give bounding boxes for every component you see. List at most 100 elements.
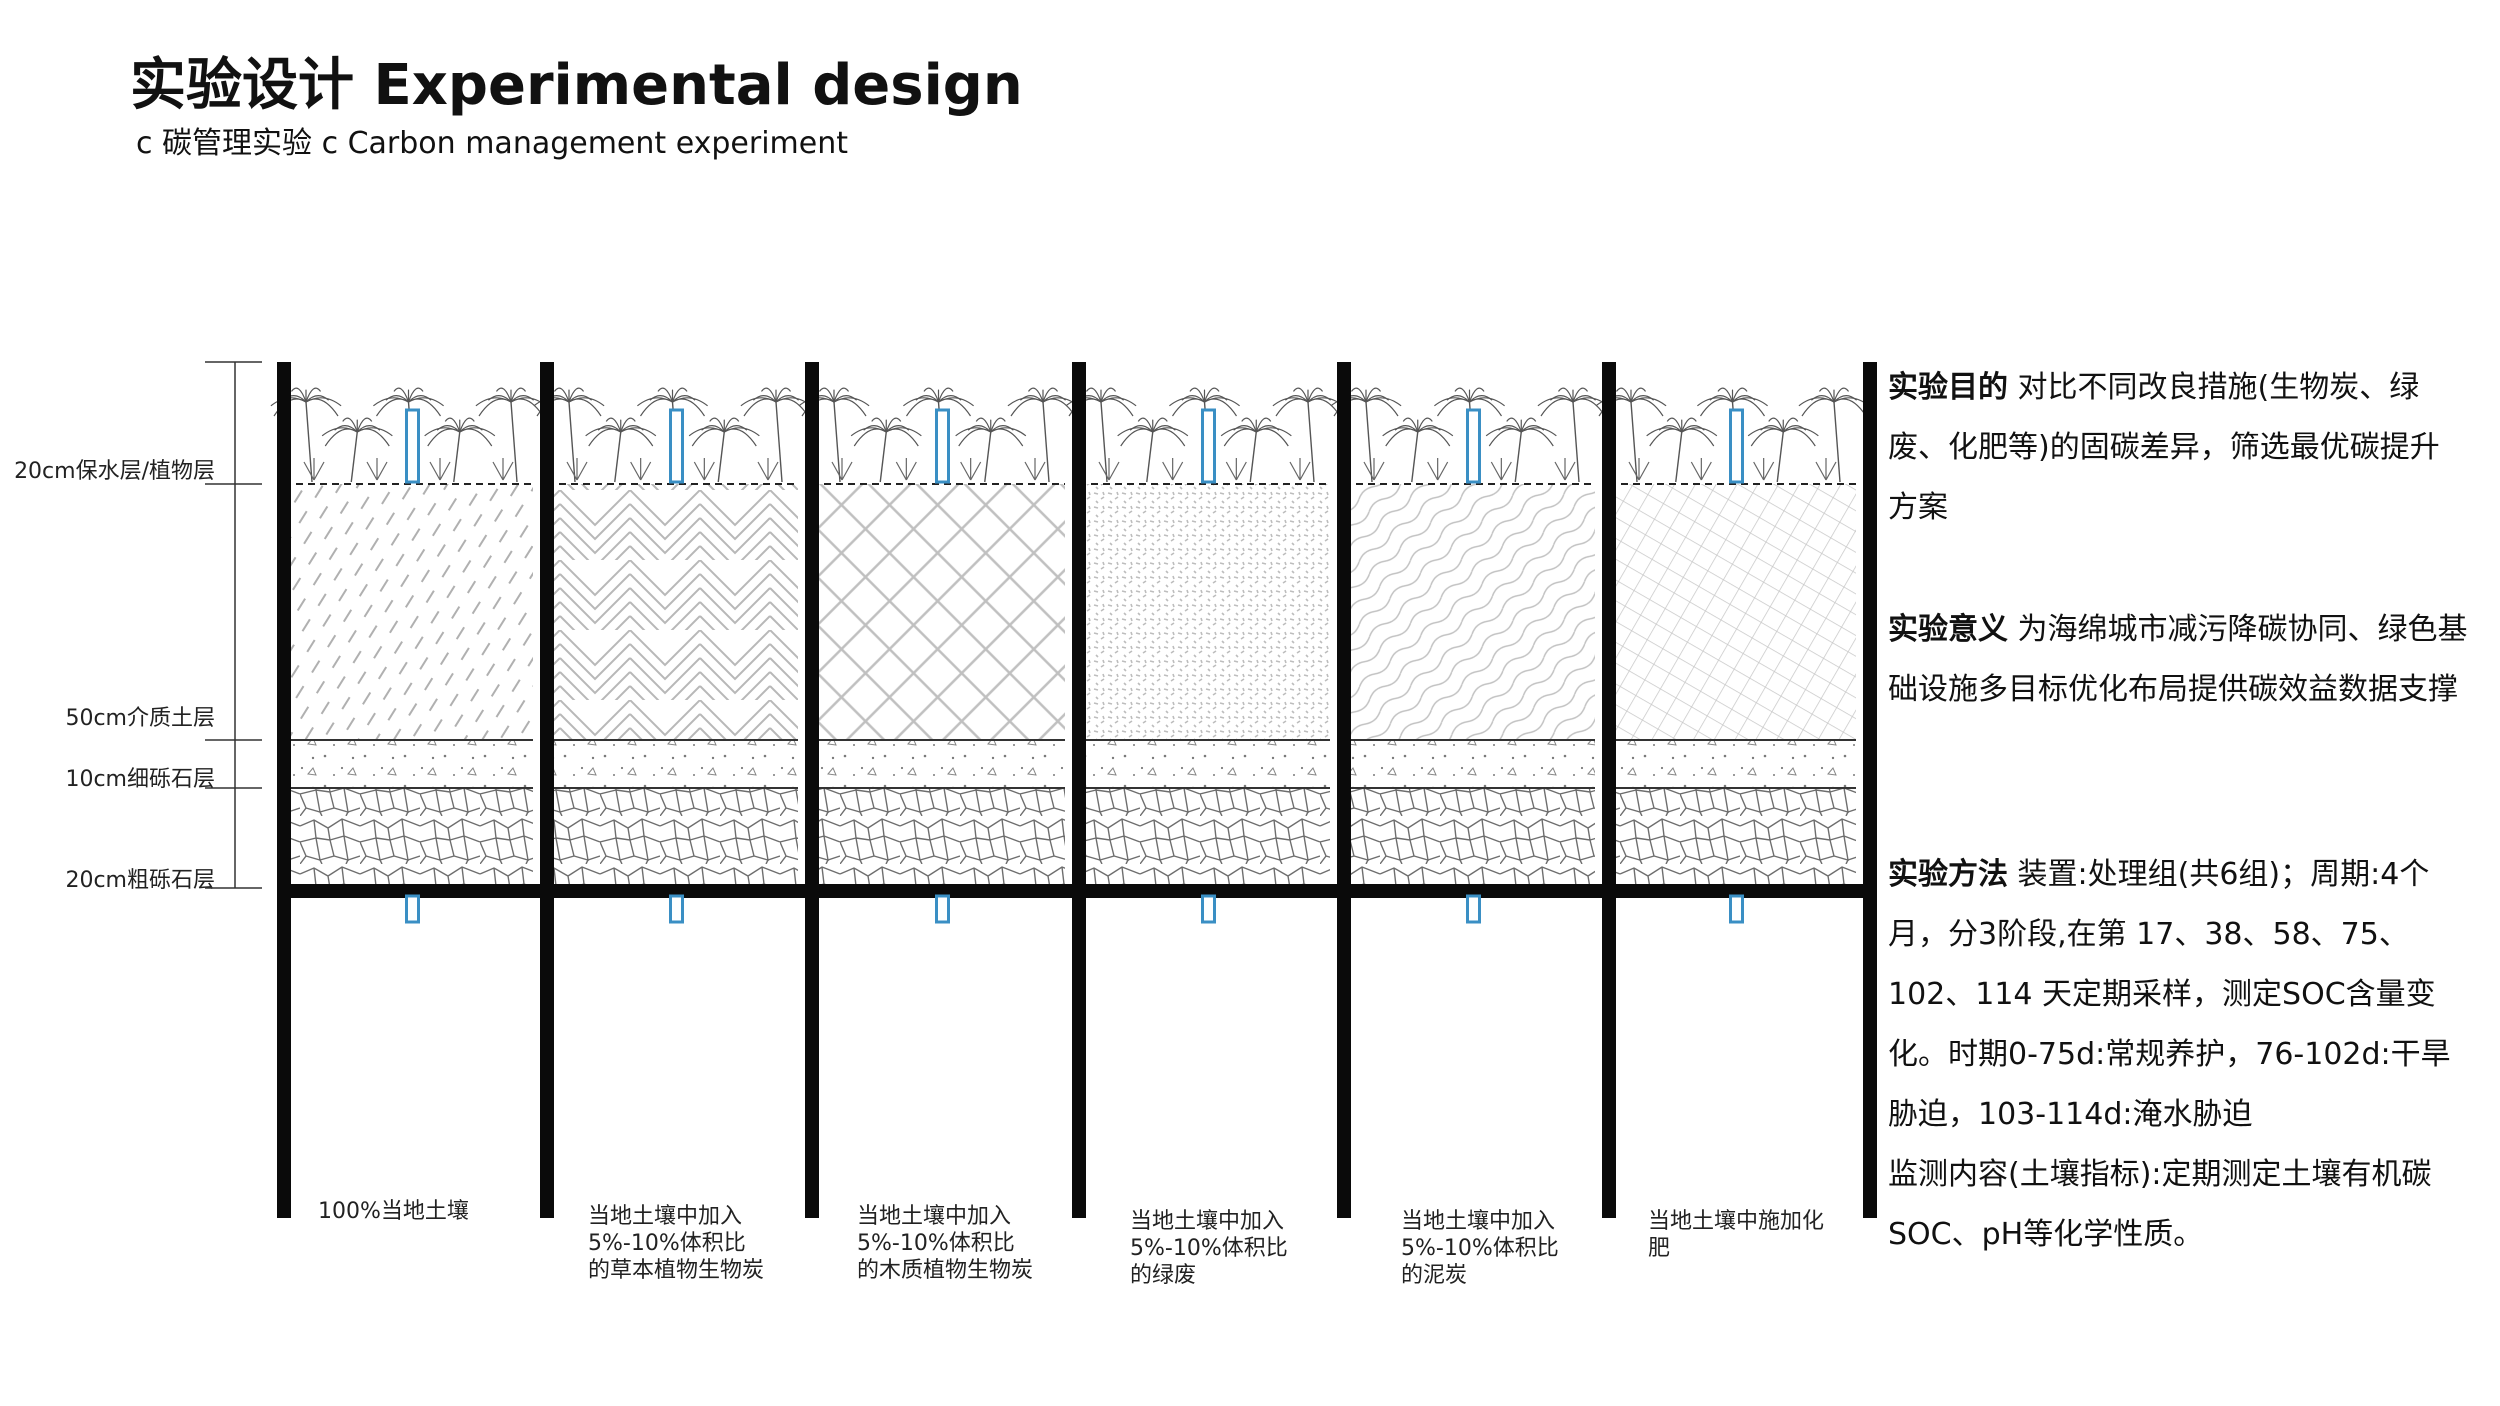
fine-gravel-layer-1 (284, 740, 533, 788)
upper-sensor-1 (405, 408, 420, 484)
plant-leaf (967, 425, 992, 433)
plant-leaf (701, 425, 725, 433)
plant-leaf (906, 398, 939, 417)
plant-leaf (990, 417, 1006, 433)
plants-group-1 (270, 387, 547, 483)
plant-leaf (671, 387, 688, 403)
plant-leaf (915, 395, 939, 403)
plant-leaf (1658, 425, 1683, 433)
plant-leaf (1137, 417, 1154, 433)
plant-leaf (1272, 397, 1309, 407)
plant-leaf (1833, 387, 1850, 403)
plant-leaf (1292, 387, 1309, 403)
plant-leaf (640, 398, 673, 417)
plant-leaf (597, 425, 622, 433)
fine-gravel-layer-3 (812, 740, 1065, 788)
plant-leaf (1498, 425, 1522, 433)
shrub (366, 458, 388, 481)
plant-leaf (885, 428, 919, 447)
frame-post-5 (1337, 362, 1351, 1218)
plant-leaf (1189, 387, 1206, 403)
layer-label-plant: 20cm保水层/植物层 (14, 459, 215, 484)
plant-leaf (1485, 427, 1522, 437)
plant-leaf (1488, 428, 1522, 447)
plant-leaf (605, 417, 622, 433)
upper-sensor-5 (1466, 408, 1481, 484)
plant-stem (879, 431, 887, 483)
plant-stem (1411, 431, 1419, 483)
plant-leaf (1717, 387, 1734, 403)
plant-leaf (1437, 398, 1470, 417)
shrub (831, 458, 853, 481)
plant-leaf (436, 425, 461, 433)
plant-leaf (1649, 428, 1683, 447)
plant-leaf (1434, 397, 1470, 407)
plant-stem (568, 401, 576, 483)
info-purpose: 实验目的 对比不同改良措施(生物炭、绿废、化肥等)的固碳差异，筛选最优碳提升方案 (1888, 358, 2468, 538)
plant-stem (453, 431, 461, 483)
plant-leaf (637, 397, 673, 407)
shrub (1427, 458, 1449, 481)
plant-stem (775, 401, 783, 483)
plant-leaf (1506, 417, 1522, 433)
shrub (895, 458, 917, 481)
plant-leaf (1181, 395, 1205, 403)
shrub (1815, 458, 1837, 481)
plant-stem (1249, 431, 1257, 483)
column-caption-4: 当地土壤中加入 5%-10%体积比 的绿废 (1130, 1209, 1288, 1288)
fine-gravel-layer-5 (1344, 740, 1595, 788)
shrub (1225, 458, 1247, 481)
plant-leaf (1203, 387, 1220, 403)
plant-leaf (1801, 398, 1835, 417)
plant-leaf (691, 428, 725, 447)
plant-leaf (427, 428, 461, 447)
shrub (1363, 458, 1385, 481)
plant-leaf (1204, 398, 1237, 417)
plant-leaf (723, 417, 740, 433)
plant-leaf (1019, 395, 1044, 403)
upper-sensor-4 (1201, 408, 1216, 484)
info-significance: 实验意义 为海绵城市减污降碳协同、绿色基础设施多目标优化布局提供碳效益数据支撑 (1888, 600, 2468, 720)
plant-stem (350, 431, 358, 483)
significance-heading: 实验意义 (1888, 612, 2008, 647)
plant-leaf (709, 417, 725, 433)
plant-leaf (424, 427, 461, 437)
plant-leaf (752, 395, 777, 403)
frame-post-6 (1602, 362, 1616, 1218)
plant-leaf (1646, 427, 1683, 437)
plant-leaf (1255, 417, 1272, 433)
plant-leaf (1731, 387, 1748, 403)
column-caption-2: 当地土壤中加入 5%-10%体积比 的草本植物生物炭 (588, 1204, 765, 1283)
plant-leaf (1010, 398, 1044, 417)
shrub (693, 458, 715, 481)
purpose-heading: 实验目的 (1888, 370, 2008, 405)
coarse-gravel-layer-2 (547, 788, 798, 888)
plant-leaf (1284, 395, 1309, 403)
plant-stem (984, 431, 992, 483)
column-caption-3: 当地土壤中加入 5%-10%体积比 的木质植物生物炭 (857, 1204, 1034, 1283)
plant-leaf (568, 387, 585, 403)
plant-leaf (620, 417, 636, 433)
plant-leaf (1782, 417, 1799, 433)
plant-leaf (376, 398, 409, 417)
plant-leaf (1537, 397, 1574, 407)
plant-stem (1675, 431, 1683, 483)
soil-layer-2 (547, 484, 798, 740)
plant-leaf (321, 427, 358, 437)
plant-stem (614, 431, 622, 483)
plant-leaf (1557, 387, 1574, 403)
plant-leaf (305, 398, 339, 417)
plant-leaf (1810, 395, 1835, 403)
plant-leaf (1750, 428, 1784, 447)
column-caption-6: 当地土壤中施加化 肥 (1648, 1209, 1825, 1261)
soil-layer-3 (812, 484, 1065, 740)
plant-leaf (885, 417, 902, 433)
plant-leaf (588, 428, 622, 447)
plant-stem (305, 401, 313, 483)
lower-sensor-2 (669, 894, 684, 924)
lower-sensor-5 (1466, 894, 1481, 924)
plant-stem (1307, 401, 1315, 483)
plant-leaf (649, 395, 673, 403)
plant-leaf (1615, 387, 1632, 403)
coarse-gravel-layer-4 (1079, 788, 1330, 888)
